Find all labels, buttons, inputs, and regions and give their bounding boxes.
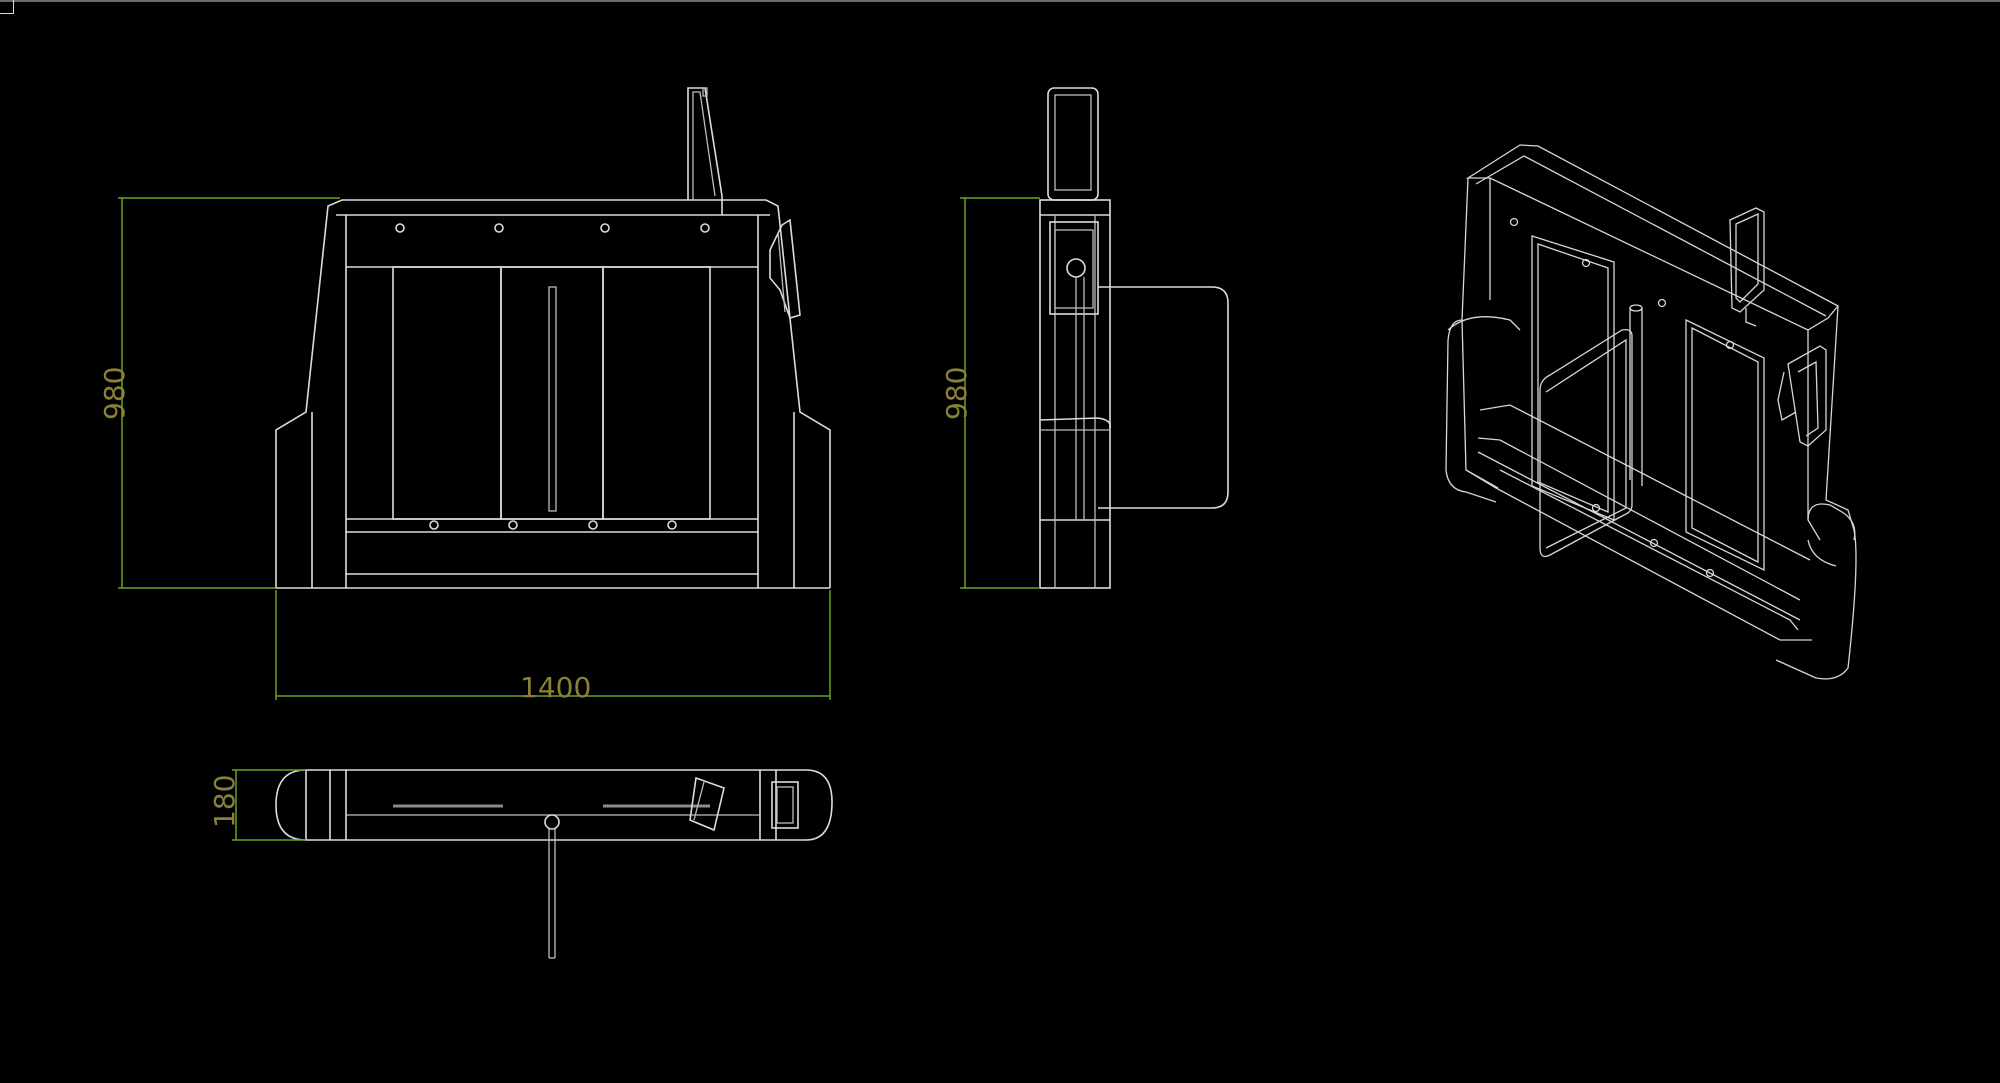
front-dimensions: 980 1400	[98, 197, 831, 704]
front-width-label: 1400	[520, 671, 591, 704]
front-height-label: 980	[98, 367, 131, 420]
isometric-view	[1445, 144, 1857, 680]
side-height-label: 980	[940, 367, 973, 420]
side-dimensions: 980	[940, 197, 1040, 589]
top-dimensions: 180	[208, 769, 306, 841]
viewport-top-border	[0, 0, 2000, 2]
front-view	[275, 87, 831, 589]
viewport-corner-marker	[0, 0, 14, 14]
top-view	[275, 769, 833, 959]
side-view	[1039, 87, 1229, 589]
top-depth-label: 180	[208, 775, 241, 828]
